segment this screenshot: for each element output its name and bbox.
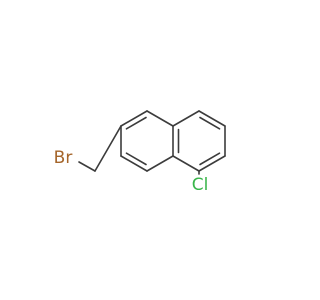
structure-diagram: Br Cl xyxy=(54,110,226,195)
bond-c10-ch2 xyxy=(94,125,122,172)
bond-c11-c12-inner xyxy=(125,152,147,166)
bond-c12-c4a xyxy=(146,155,174,172)
bond-c9-c10 xyxy=(120,110,148,127)
bromine-atom-label: Br xyxy=(54,148,73,168)
bond-c3-c4 xyxy=(198,155,226,172)
bond-c1-c2-inner xyxy=(199,116,221,130)
bond-c8a-c9 xyxy=(146,110,174,127)
bond-c4-c4a xyxy=(172,155,200,172)
bond-c3-c4-inner xyxy=(199,152,221,166)
bond-c8a-c1 xyxy=(172,110,200,127)
bond-ch2-br xyxy=(78,161,96,172)
bond-c11-c12 xyxy=(120,155,148,172)
bond-c1-c2 xyxy=(198,110,226,127)
bond-c9-c10-inner xyxy=(125,116,147,130)
structure-canvas: Br Cl xyxy=(54,110,226,195)
chlorine-atom-label: Cl xyxy=(192,175,209,195)
bond-layer xyxy=(78,110,226,175)
